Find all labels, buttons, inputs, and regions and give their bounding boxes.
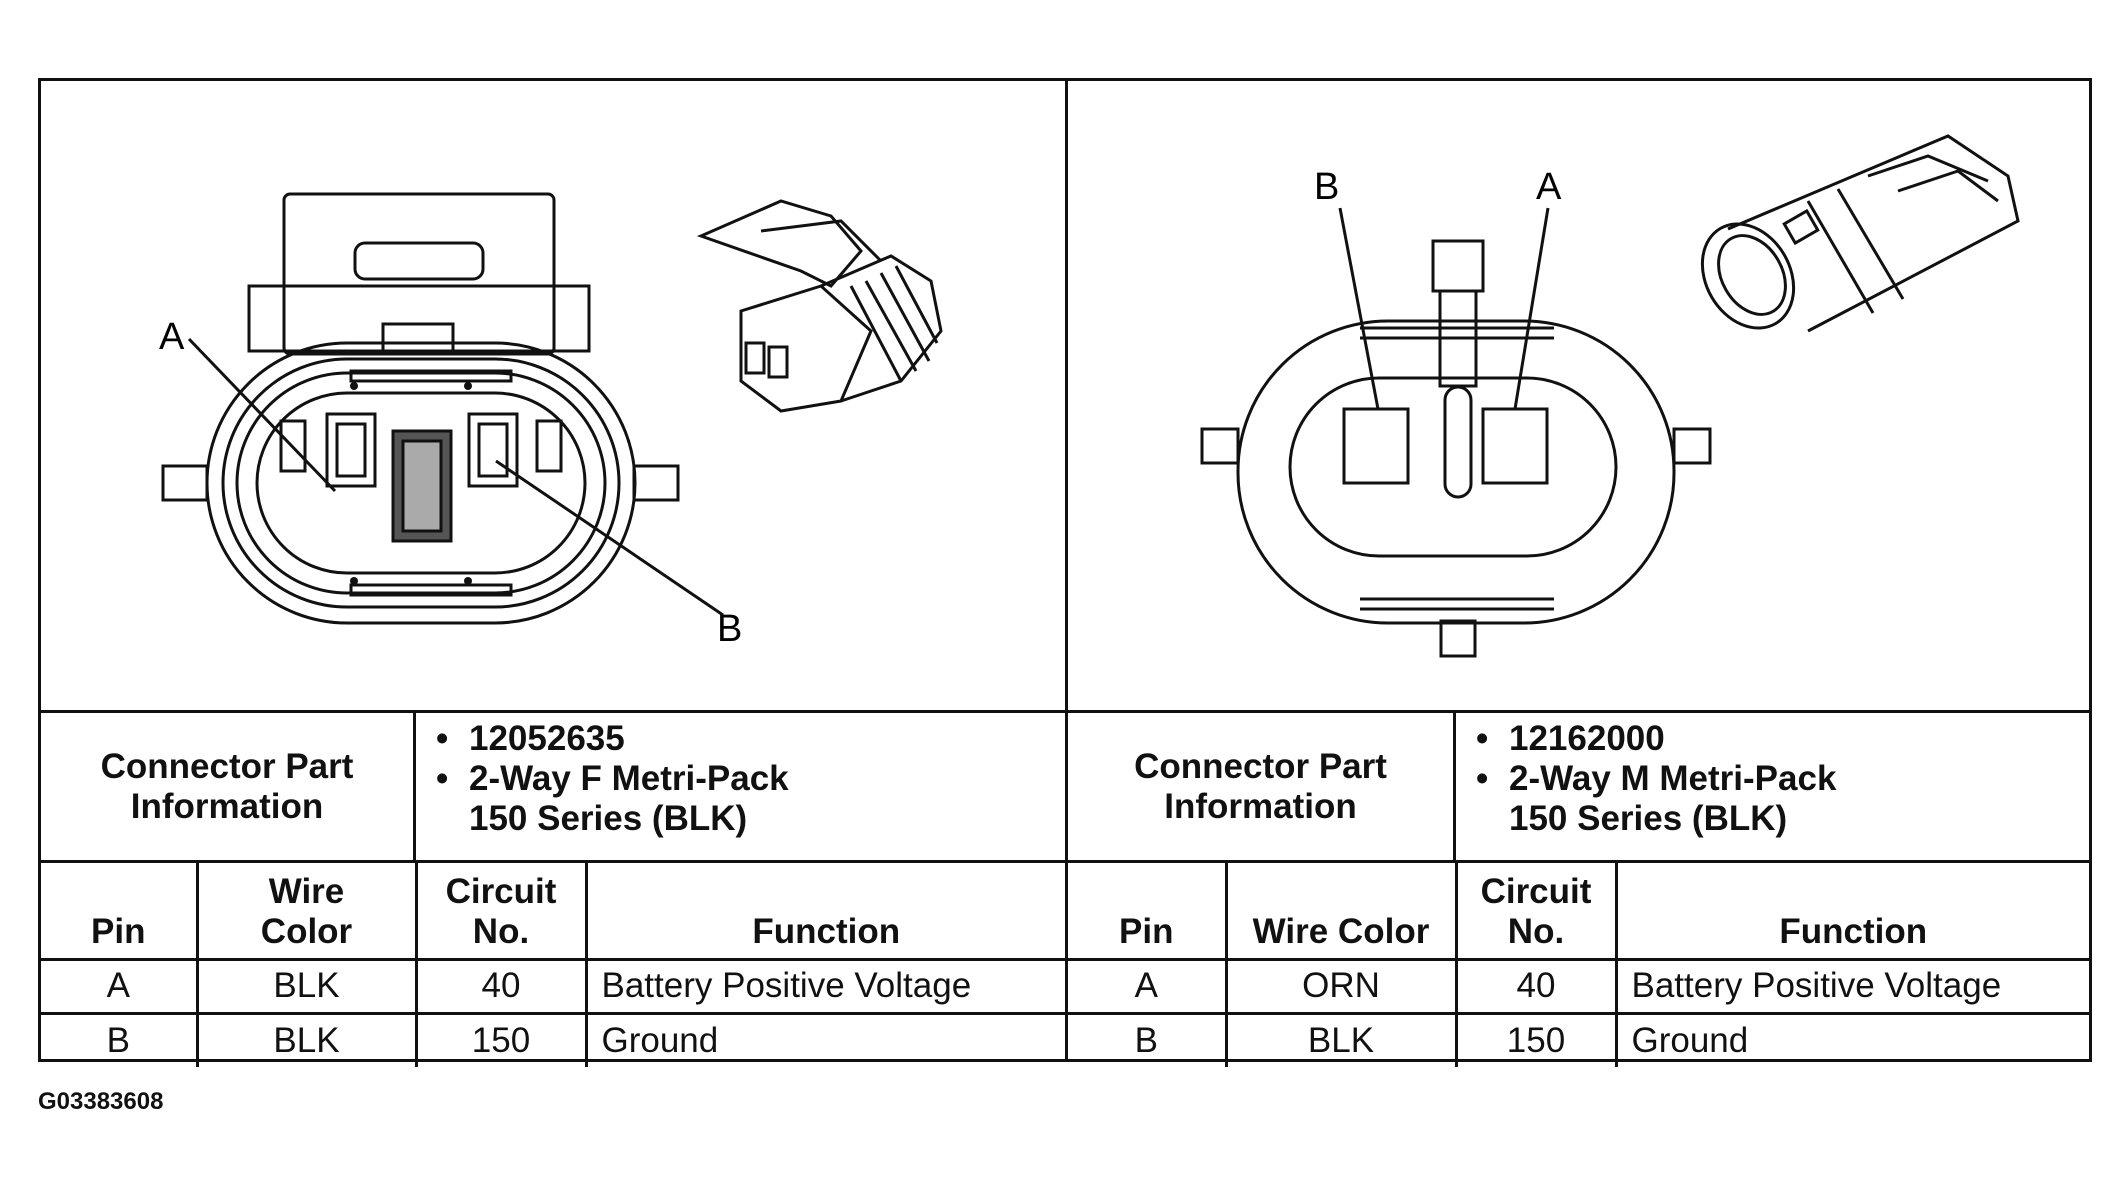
- left-info-label: Connector Part Information: [41, 713, 416, 860]
- figure-code: G03383608: [38, 1088, 164, 1115]
- male-connector-face-drawing: B A: [1200, 134, 2020, 658]
- left-connector-figure: A B: [41, 81, 1065, 713]
- table-row: B BLK 150 Ground: [1068, 1011, 2089, 1067]
- right-info-label: Connector Part Information: [1068, 713, 1456, 860]
- left-part-info: Connector Part Information 12052635 2-Wa…: [41, 713, 1065, 863]
- left-callout-a: A: [159, 316, 185, 358]
- left-header-pin: Pin: [41, 863, 199, 961]
- right-connector-figure: B A: [1068, 81, 2089, 713]
- left-part-desc-1: 2-Way F Metri-Pack: [436, 759, 1065, 799]
- connector-diagram-frame: A B Connector Part Information 12052635 …: [38, 78, 2092, 1067]
- female-connector-face-drawing: A B: [159, 192, 943, 650]
- left-header-function: Function: [584, 863, 1065, 961]
- right-header-function: Function: [1614, 863, 2089, 961]
- right-part-desc-2: 150 Series (BLK): [1509, 799, 1788, 838]
- left-part-desc-2: 150 Series (BLK): [469, 799, 748, 838]
- right-header-pin: Pin: [1068, 863, 1228, 961]
- table-row: A ORN 40 Battery Positive Voltage: [1068, 957, 2089, 1015]
- right-callout-a: A: [1536, 166, 1562, 208]
- left-part-number: 12052635: [436, 719, 1065, 759]
- left-connector-panel: A B Connector Part Information 12052635 …: [41, 81, 1068, 1067]
- right-callout-b: B: [1314, 166, 1339, 208]
- table-row: B BLK 150 Ground: [41, 1011, 1065, 1067]
- right-part-desc-1: 2-Way M Metri-Pack: [1476, 759, 2089, 799]
- right-part-number: 12162000: [1476, 719, 2089, 759]
- right-part-info: Connector Part Information 12162000 2-Wa…: [1068, 713, 2089, 863]
- left-callout-b: B: [717, 608, 742, 650]
- right-part-details: 12162000 2-Way M Metri-Pack 150 Series (…: [1476, 719, 2089, 839]
- left-part-details: 12052635 2-Way F Metri-Pack 150 Series (…: [436, 719, 1065, 839]
- right-header-wire: Wire Color: [1224, 863, 1458, 961]
- right-connector-panel: B A Connector Part Information 12162000 …: [1068, 81, 2089, 1067]
- table-row: A BLK 40 Battery Positive Voltage: [41, 957, 1065, 1015]
